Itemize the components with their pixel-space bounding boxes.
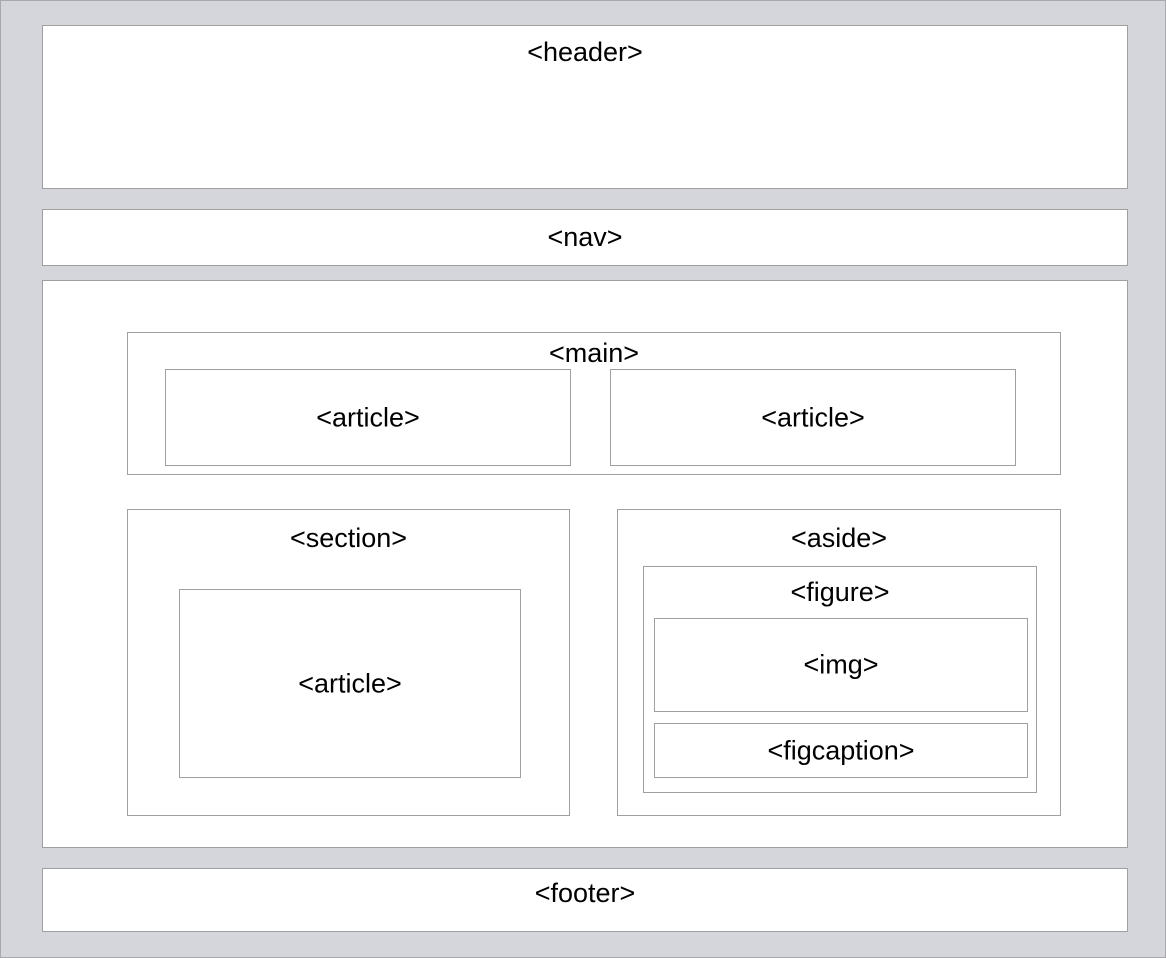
img-region: <img>	[654, 618, 1028, 712]
section-region: <section> <article>	[127, 509, 570, 816]
footer-region: <footer>	[42, 868, 1128, 932]
nav-region: <nav>	[42, 209, 1128, 266]
article-label: <article>	[761, 402, 865, 432]
figure-label: <figure>	[790, 577, 890, 607]
footer-label: <footer>	[534, 878, 636, 908]
article-label: <article>	[298, 668, 402, 698]
figcaption-region: <figcaption>	[654, 723, 1028, 778]
header-label: <header>	[527, 37, 643, 67]
article-region: <article>	[610, 369, 1016, 466]
article-label: <article>	[316, 402, 420, 432]
main-label: <main>	[548, 338, 640, 368]
aside-label: <aside>	[790, 523, 888, 553]
section-label: <section>	[289, 523, 408, 553]
main-region: <main> <article> <article>	[127, 332, 1061, 475]
article-region: <article>	[179, 589, 521, 778]
img-label: <img>	[803, 649, 879, 680]
nav-label: <nav>	[547, 222, 623, 252]
aside-region: <aside> <figure> <img> <figcaption>	[617, 509, 1061, 816]
figcaption-label: <figcaption>	[767, 735, 915, 765]
figure-region: <figure> <img> <figcaption>	[643, 566, 1037, 793]
article-region: <article>	[165, 369, 571, 466]
header-region: <header>	[42, 25, 1128, 189]
content-wrapper-region: <main> <article> <article> <section> <ar…	[42, 280, 1128, 848]
